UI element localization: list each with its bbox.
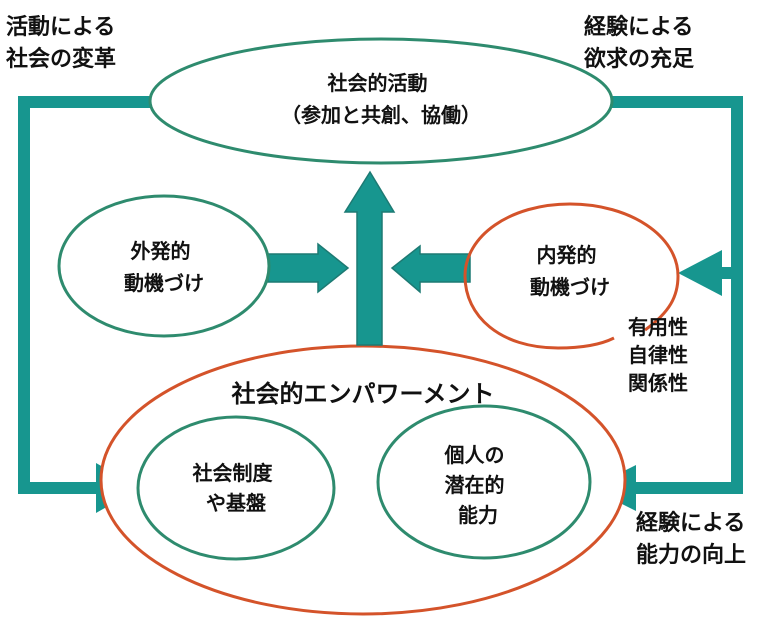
social-systems-line2: や基盤 (206, 491, 267, 515)
intrinsic-motivation-line2: 動機づけ (530, 275, 610, 299)
individual-potential-label: 個人の 潜在的 能力 (444, 443, 512, 527)
top-right-label-line1: 経験による (584, 14, 693, 40)
individual-potential-line3: 能力 (458, 503, 498, 527)
intrinsic-motivation-line1: 内発的 (537, 243, 597, 267)
top-right-label: 経験による 欲求の充足 (583, 14, 701, 72)
right-feedback-connector (592, 96, 743, 494)
social-systems-label: 社会制度 や基盤 (192, 461, 280, 515)
social-activity-subtitle: （参加と共創、協働） (281, 103, 481, 127)
top-left-label-line1: 活動による (6, 15, 115, 40)
extrinsic-arrow (267, 242, 350, 294)
need-relatedness: 関係性 (628, 371, 688, 395)
top-left-label: 活動による 社会の変革 (6, 15, 123, 72)
individual-potential-line2: 潜在的 (445, 473, 505, 497)
individual-potential-line1: 個人の (444, 443, 505, 467)
intrinsic-motivation-label: 内発的 動機づけ (530, 243, 610, 299)
bottom-right-label-line1: 経験による (636, 510, 745, 536)
need-usefulness: 有用性 (628, 315, 688, 339)
up-arrow (343, 170, 396, 346)
intrinsic-arrowhead (678, 250, 722, 296)
social-empowerment-label: 社会的エンパワーメント (231, 380, 494, 408)
social-activity-label: 社会的活動 （参加と共創、協働） (281, 71, 481, 127)
top-left-label-line2: 社会の変革 (6, 46, 116, 72)
intrinsic-motivation-outline (463, 202, 680, 350)
extrinsic-motivation-ellipse (57, 194, 271, 338)
intrinsic-arrow (390, 244, 471, 294)
left-feedback-connector (18, 96, 150, 494)
extrinsic-motivation-line2: 動機づけ (124, 271, 204, 295)
social-systems-line1: 社会制度 (192, 461, 274, 485)
bottom-right-label: 経験による 能力の向上 (636, 510, 753, 568)
need-autonomy: 自律性 (628, 343, 688, 367)
individual-potential-ellipse (376, 404, 592, 560)
bottom-right-label-line2: 能力の向上 (636, 542, 746, 568)
extrinsic-motivation-label: 外発的 動機づけ (124, 239, 204, 295)
social-activity-title: 社会的活動 (327, 71, 428, 95)
extrinsic-motivation-line1: 外発的 (131, 239, 191, 263)
intrinsic-needs-label: 有用性 自律性 関係性 (628, 315, 695, 395)
top-right-label-line2: 欲求の充足 (583, 46, 694, 72)
social-systems-ellipse (136, 415, 336, 561)
social-activity-ellipse (148, 37, 614, 165)
